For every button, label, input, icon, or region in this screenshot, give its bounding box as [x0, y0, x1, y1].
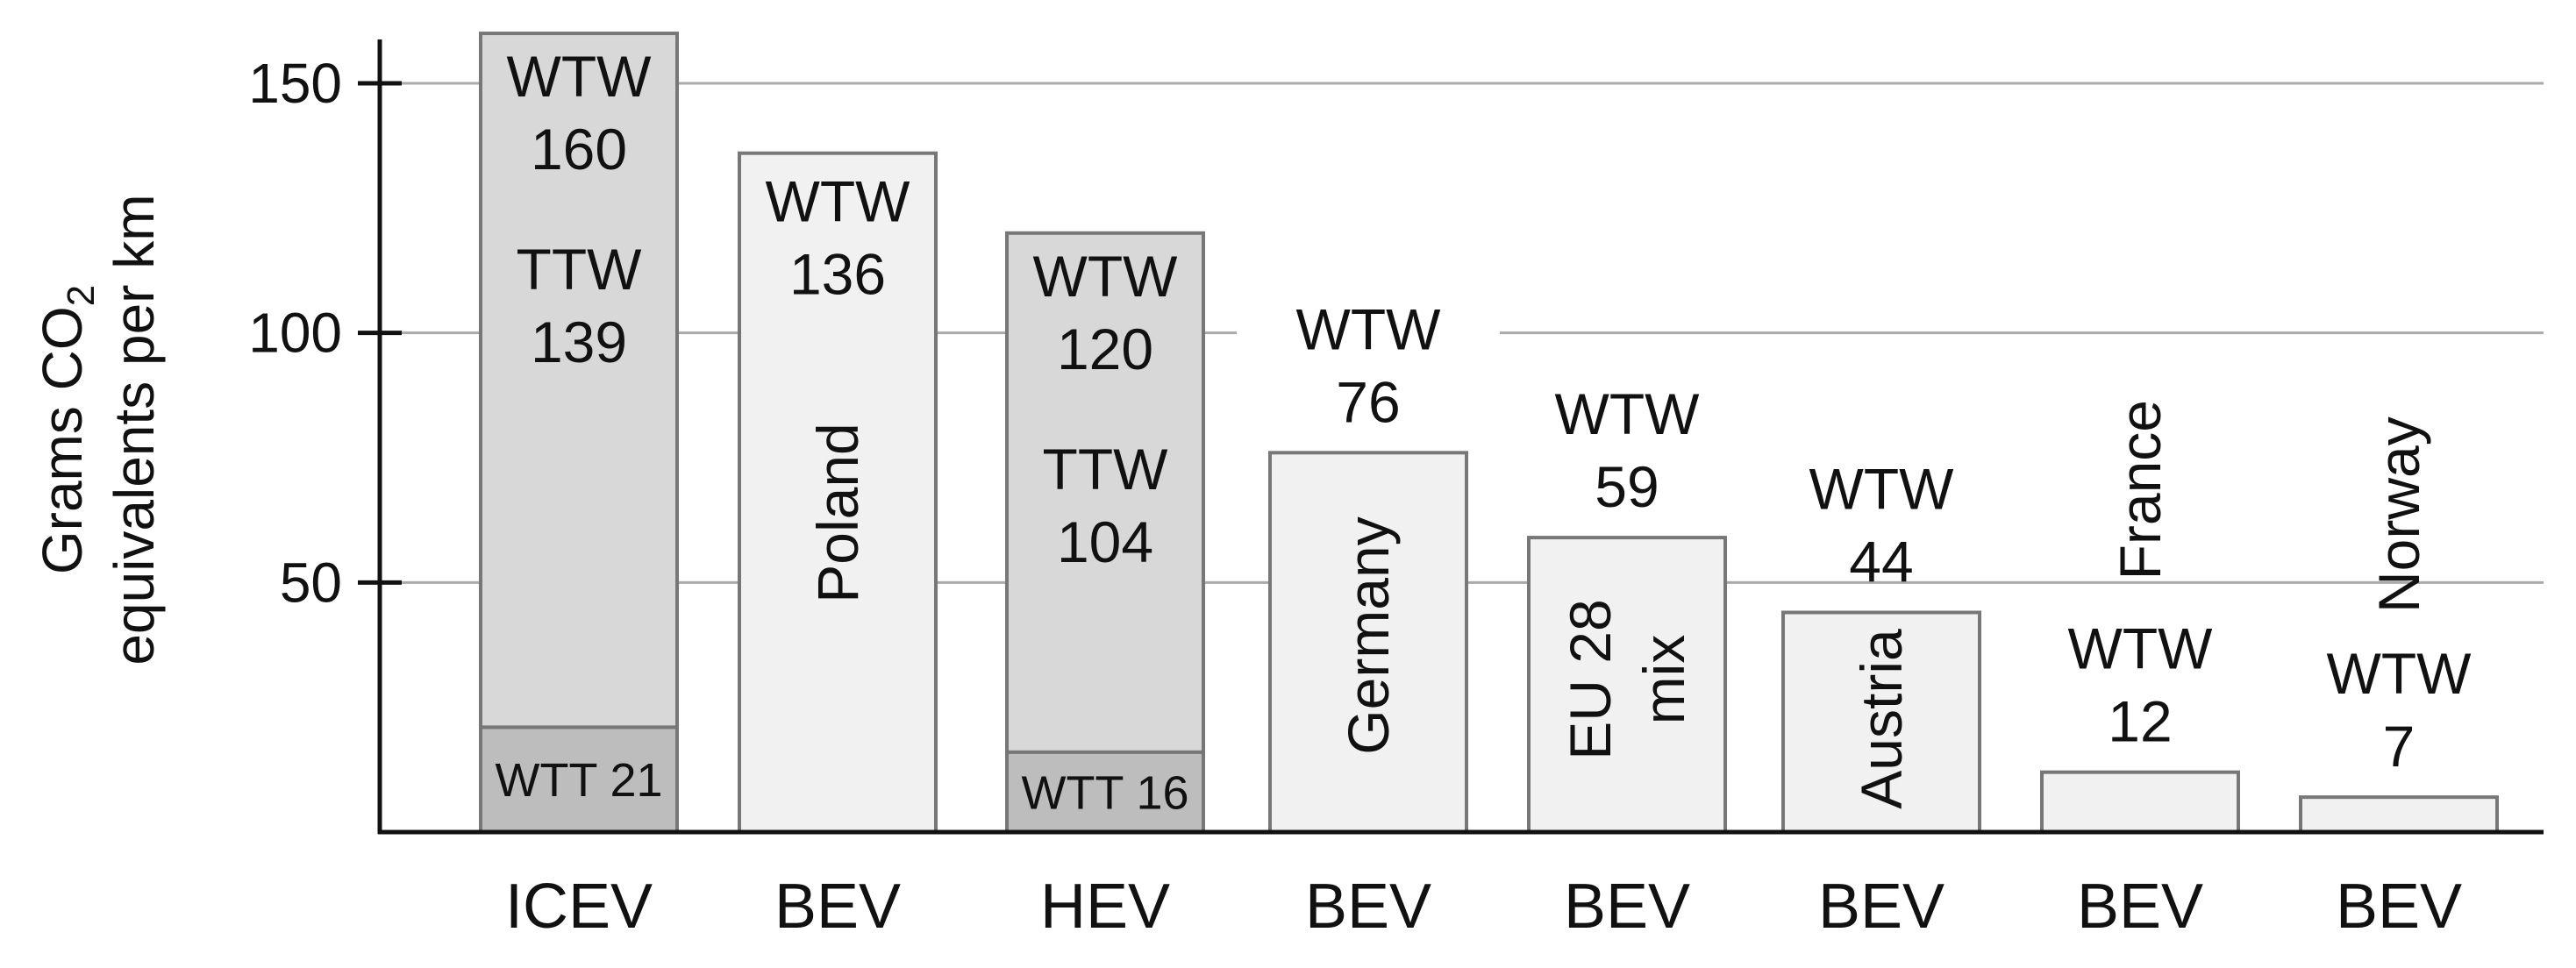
label-background [1237, 299, 1500, 361]
bar [2040, 770, 2240, 834]
category-label: BEV [2336, 872, 2462, 942]
y-tick-label: 100 [248, 302, 342, 365]
bar-segment-ttw [479, 32, 679, 730]
wtw-label: WTW [1296, 296, 1442, 361]
wtw-value: 120 [1057, 317, 1153, 381]
category-label: HEV [1040, 872, 1170, 942]
ttw-label: TTW [1043, 437, 1169, 502]
y-tick-label: 50 [280, 551, 342, 614]
bar-segment-wtt [479, 725, 679, 834]
wtw-label: WTW [2068, 616, 2214, 681]
country-label: Norway [2366, 416, 2431, 613]
category-label: BEV [1305, 872, 1431, 942]
wtw-value: 44 [1849, 529, 1913, 594]
bar [2299, 795, 2499, 834]
ttw-value: 104 [1057, 509, 1153, 574]
wtt-label: WTT 16 [1021, 766, 1188, 819]
wtw-label: WTW [1809, 456, 1955, 521]
wtw-label: WTW [766, 169, 911, 234]
wtw-value: 59 [1595, 454, 1659, 519]
y-axis-title-line1: Grams CO2 [31, 285, 103, 574]
wtw-value: 12 [2108, 689, 2172, 754]
wtt-label: WTT 21 [495, 754, 662, 807]
wtw-label: WTW [507, 44, 653, 109]
category-label: BEV [774, 872, 901, 942]
category-labels: ICEV BEV HEV BEV BEV BEV BEV BEV [505, 872, 2462, 942]
country-label: France [2108, 400, 2173, 580]
y-axis-title-subscript: 2 [60, 285, 103, 306]
wtw-label: WTW [1033, 244, 1179, 309]
wtw-value: 136 [789, 242, 886, 307]
country-label: Poland [805, 423, 870, 603]
wtw-value: 76 [1336, 369, 1400, 434]
country-label: Germany [1336, 516, 1401, 754]
category-label: BEV [1564, 872, 1690, 942]
bars [479, 32, 2499, 835]
country-label-line2: mix [1631, 635, 1696, 725]
y-ticks: 50 100 150 [248, 52, 402, 614]
country-label: Austria [1849, 629, 1914, 809]
wtw-value: 160 [531, 117, 627, 182]
bar [1527, 536, 1727, 834]
ttw-label: TTW [517, 237, 643, 302]
category-label: BEV [1818, 872, 1944, 942]
bar [1781, 610, 1981, 835]
bar [738, 151, 938, 834]
wtw-label: WTW [2327, 641, 2473, 706]
category-label: ICEV [505, 872, 653, 942]
axes [377, 39, 2544, 835]
y-axis-title-main: Grams CO [31, 306, 94, 574]
country-label-line1: EU 28 [1558, 599, 1623, 759]
ttw-value: 139 [531, 310, 627, 374]
y-tick-label: 150 [248, 52, 342, 115]
wtw-value: 7 [2383, 714, 2415, 779]
y-axis-title-line2: equivalents per km [103, 194, 166, 665]
wtw-label: WTW [1555, 381, 1701, 446]
category-label: BEV [2077, 872, 2203, 942]
